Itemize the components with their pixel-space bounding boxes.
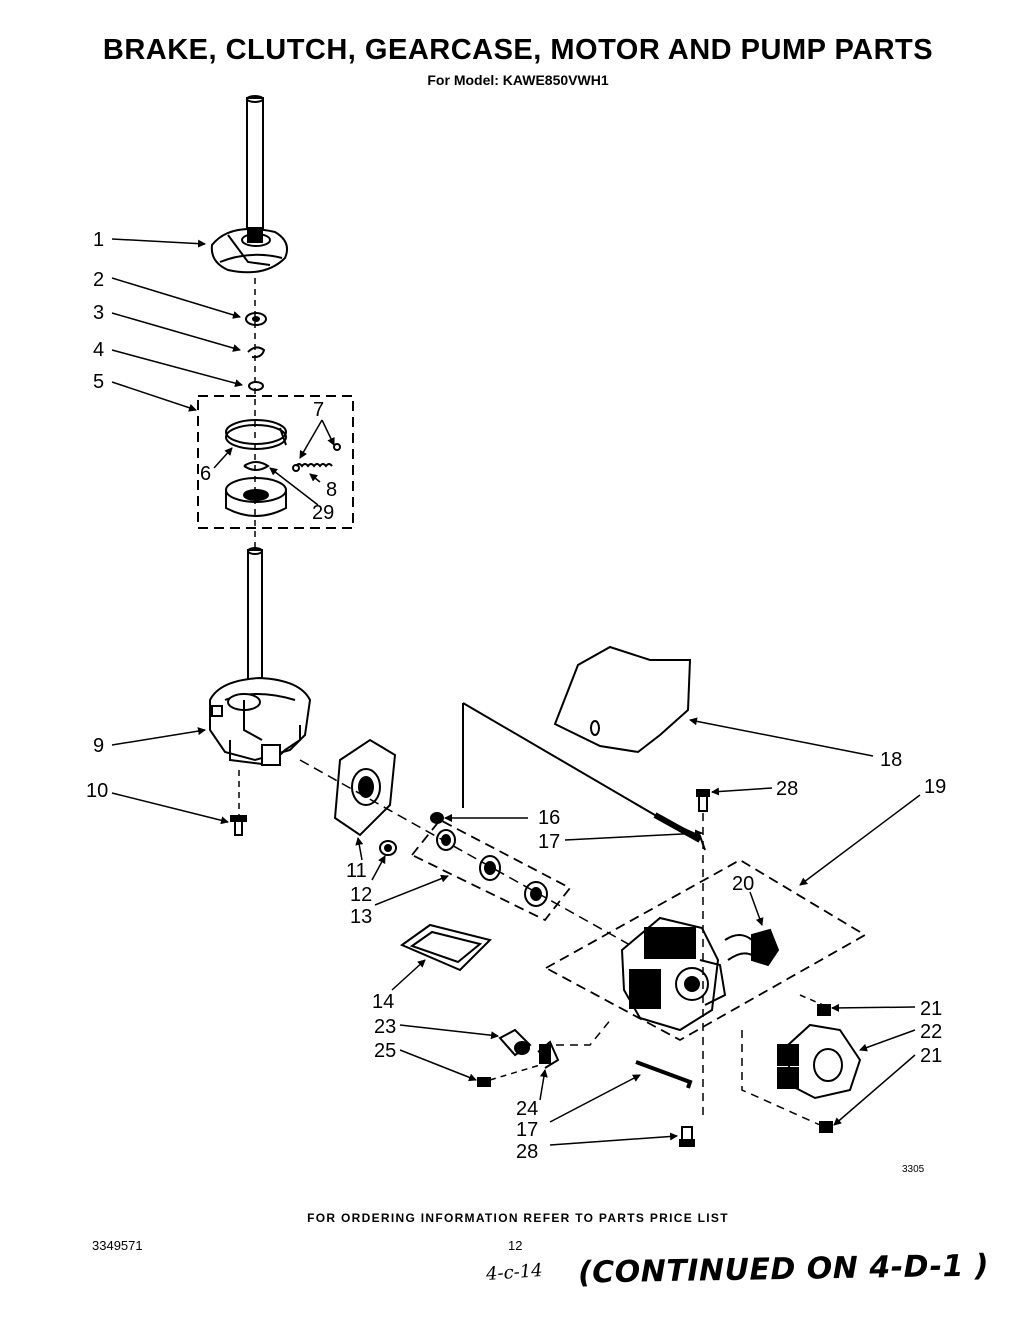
part-2-washer [245, 312, 267, 326]
part-7-spring [292, 443, 341, 472]
part-8-clip [243, 461, 270, 471]
part-10-screw [230, 815, 247, 836]
part-21-screw-lower [819, 1121, 833, 1133]
callout-13: 13 [350, 906, 372, 928]
document-number: 3349571 [92, 1238, 143, 1253]
part-20-switch [724, 928, 780, 967]
ordering-note: FOR ORDERING INFORMATION REFER TO PARTS … [307, 1211, 729, 1225]
page-number: 12 [508, 1238, 523, 1253]
part-4-ring [248, 381, 264, 391]
leader-lines [111, 238, 921, 1146]
part-21-screw-upper [817, 1004, 831, 1016]
part-9-gearcase [209, 547, 312, 767]
part-12-plug [379, 840, 397, 856]
part-23-capacitor [498, 1028, 532, 1057]
callout-17-lower: 17 [516, 1119, 538, 1141]
part-18-insulation-sheet [553, 645, 692, 754]
part-28-screw-lower [679, 1126, 695, 1147]
figure-id: 3305 [902, 1164, 925, 1175]
callout-28-lower: 28 [516, 1141, 538, 1163]
callout-24: 24 [516, 1098, 538, 1120]
part-19-motor-box [544, 858, 867, 1042]
callout-labels: 1 2 3 4 5 6 7 8 29 9 10 11 12 13 16 17 1… [86, 229, 946, 1163]
part-28-screw-upper [696, 789, 710, 812]
callout-4: 4 [93, 339, 104, 361]
callout-20: 20 [732, 873, 754, 895]
callout-2: 2 [93, 269, 104, 291]
callout-1: 1 [93, 229, 104, 251]
callout-6: 6 [200, 463, 211, 485]
part-13-impeller-box [410, 818, 572, 922]
part-17-hose-lower [635, 1060, 693, 1089]
continued-note: (CONTINUED ON 4-D-1 ) [577, 1248, 990, 1291]
callout-3: 3 [93, 302, 104, 324]
callout-11: 11 [346, 860, 367, 882]
callout-18: 18 [880, 749, 902, 771]
callout-7: 7 [313, 399, 324, 421]
page-title: BRAKE, CLUTCH, GEARCASE, MOTOR AND PUMP … [102, 34, 934, 66]
handwritten-note: 4-c-14 [485, 1260, 544, 1285]
part-1-brake-cam [210, 95, 288, 274]
callout-16: 16 [538, 807, 560, 829]
part-6-brake-band [225, 419, 287, 450]
callout-23: 23 [374, 1016, 396, 1038]
callout-5: 5 [93, 371, 104, 393]
part-29-clutch-drum [225, 477, 287, 517]
part-14-gasket [399, 923, 492, 972]
part-16-fastener [430, 812, 444, 824]
callout-19: 19 [924, 776, 946, 798]
callout-21-upper: 21 [920, 998, 942, 1020]
part-3-retaining-ring [247, 346, 266, 359]
part-11-pump-plate [333, 738, 397, 837]
callout-9: 9 [93, 735, 104, 757]
callout-17-upper: 17 [538, 831, 560, 853]
callout-22: 22 [920, 1021, 942, 1043]
callout-21-lower: 21 [920, 1045, 942, 1067]
callout-12: 12 [350, 884, 372, 906]
callout-28-upper: 28 [776, 778, 798, 800]
model-subtitle: For Model: KAWE850VWH1 [427, 72, 609, 88]
callout-14: 14 [372, 991, 394, 1013]
callout-25: 25 [374, 1040, 396, 1062]
part-24-clip [537, 1040, 560, 1069]
part-13-impeller-parts [436, 829, 548, 907]
part-22-bracket [777, 1023, 862, 1100]
callout-29: 29 [312, 502, 334, 524]
callout-10: 10 [86, 780, 108, 802]
part-19-motor [620, 916, 727, 1032]
part-25-screw [477, 1077, 491, 1087]
callout-8: 8 [326, 479, 337, 501]
